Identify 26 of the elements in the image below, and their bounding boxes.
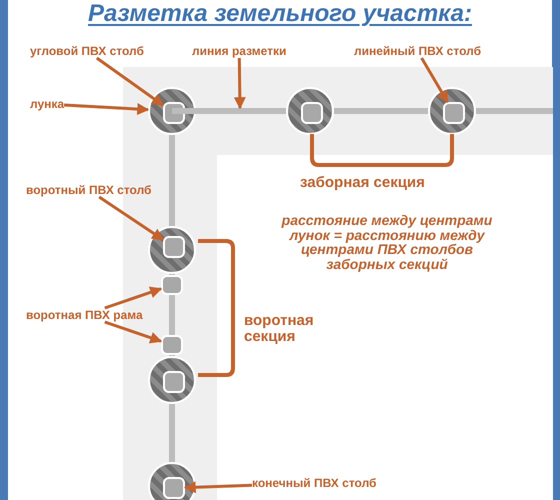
- note-text: расстояние между центрами лунок = расстоянию между центрами ПВХ столбов заборных секций: [280, 213, 494, 272]
- leader-arrow: [420, 57, 449, 104]
- title: Разметка земельного участка:: [87, 0, 473, 28]
- pvc-post: [163, 236, 185, 258]
- section-label: заборная секция: [300, 175, 426, 191]
- leader-arrow: [96, 56, 164, 106]
- leader-arrow: [64, 103, 150, 116]
- pvc-post: [443, 102, 465, 124]
- callout-text: воротная ПВХ рама: [26, 308, 143, 322]
- leader-arrow: [184, 481, 252, 494]
- callout-text: конечный ПВХ столб: [252, 476, 376, 490]
- callout-text: воротный ПВХ столб: [26, 183, 152, 197]
- leader-arrow: [98, 196, 164, 241]
- gate-frame: [161, 275, 183, 295]
- callout-text: линейный ПВХ столб: [354, 44, 481, 58]
- callout-text: лунка: [30, 97, 64, 111]
- leader-arrow: [234, 58, 246, 110]
- pvc-post: [163, 477, 185, 499]
- leader-arrow: [104, 320, 162, 344]
- pvc-post: [163, 371, 185, 393]
- leader-arrow: [104, 286, 162, 310]
- callout-text: линия разметки: [192, 44, 286, 58]
- section-label: воротная секция: [244, 313, 315, 344]
- pvc-post: [301, 102, 323, 124]
- gate-frame: [161, 335, 183, 355]
- callout-text: угловой ПВХ столб: [30, 44, 144, 58]
